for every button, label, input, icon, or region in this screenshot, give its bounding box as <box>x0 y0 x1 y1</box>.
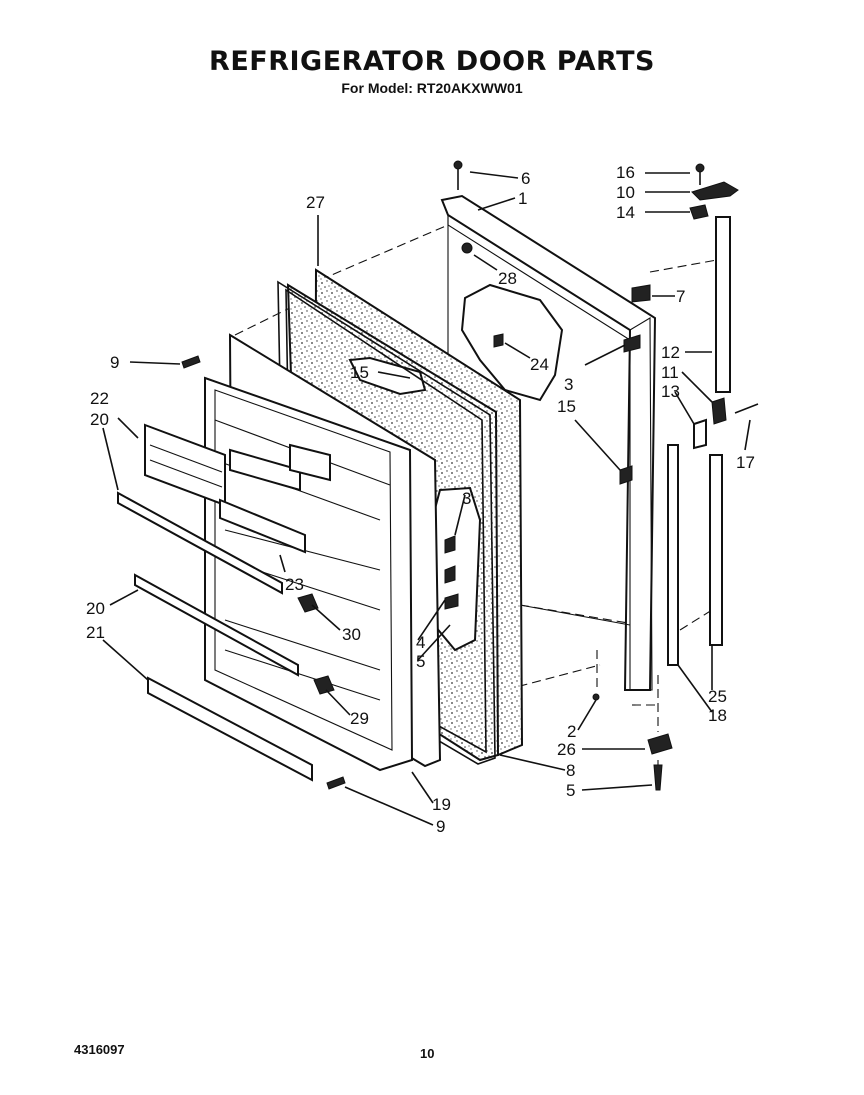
rail-20b <box>134 573 299 677</box>
callout-4: 4 <box>416 633 425 652</box>
callout-12: 12 <box>661 343 680 362</box>
callout-16: 16 <box>616 163 635 182</box>
callout-6: 6 <box>521 169 530 188</box>
hinge-11 <box>711 397 727 425</box>
callout-22: 22 <box>90 389 109 408</box>
document-number: 4316097 <box>74 1042 125 1057</box>
stop-29 <box>313 675 335 695</box>
callout-8: 8 <box>566 761 575 780</box>
stop-30 <box>297 593 319 613</box>
page-number: 10 <box>420 1046 435 1061</box>
callout-5a: 5 <box>416 652 425 671</box>
rail-21 <box>147 676 313 782</box>
plug-28 <box>461 242 473 254</box>
bracket-13 <box>693 418 707 450</box>
callout-13: 13 <box>661 382 680 401</box>
outer-door-panel <box>440 194 657 691</box>
callout-25: 25 <box>708 687 727 706</box>
callout-labels: 6 1 27 28 7 24 9 3 15 15 16 10 14 12 11 … <box>86 163 755 836</box>
cap-7 <box>631 284 651 303</box>
callout-15b: 15 <box>350 363 369 382</box>
callout-3a: 3 <box>564 375 573 394</box>
callout-26: 26 <box>557 740 576 759</box>
page-title: REFRIGERATOR DOOR PARTS <box>209 46 655 77</box>
callout-24: 24 <box>530 355 549 374</box>
callout-14: 14 <box>616 203 635 222</box>
insulation-cutaway <box>460 283 564 402</box>
hinge-10 <box>691 181 739 201</box>
bar-12 <box>715 216 731 393</box>
screw-9a <box>181 355 201 369</box>
callout-23: 23 <box>285 575 304 594</box>
rail-23 <box>219 498 306 554</box>
plug-2 <box>592 693 600 701</box>
callout-5b: 5 <box>566 781 575 800</box>
rail-20a <box>117 491 283 595</box>
model-subtitle: For Model: RT20AKXWW01 <box>341 80 523 96</box>
callout-29: 29 <box>350 709 369 728</box>
callout-1: 1 <box>518 189 527 208</box>
stop-15 <box>619 465 633 485</box>
callout-30: 30 <box>342 625 361 644</box>
stop-18 <box>667 444 679 666</box>
bracket-3 <box>623 334 641 353</box>
clip-24 <box>493 333 504 348</box>
callout-15a: 15 <box>557 397 576 416</box>
leader-lines <box>102 171 751 826</box>
stop-25 <box>709 454 723 646</box>
shelf-rails <box>117 423 335 782</box>
callout-21: 21 <box>86 623 105 642</box>
screw-5 <box>653 764 663 791</box>
callout-11: 11 <box>661 363 679 382</box>
callout-2: 2 <box>567 722 576 741</box>
callout-27: 27 <box>306 193 325 212</box>
callout-3b: 3 <box>462 489 471 508</box>
callout-20b: 20 <box>86 599 105 618</box>
screw-16 <box>695 163 705 173</box>
callout-7: 7 <box>676 287 685 306</box>
callout-19: 19 <box>432 795 451 814</box>
callout-10: 10 <box>616 183 635 202</box>
callout-18: 18 <box>708 706 727 725</box>
callout-17: 17 <box>736 453 755 472</box>
screw-9b <box>326 776 346 790</box>
callout-9a: 9 <box>110 353 119 372</box>
callout-9b: 9 <box>436 817 445 836</box>
screw-6 <box>453 160 463 170</box>
hinge-26 <box>647 733 673 755</box>
callout-20a: 20 <box>90 410 109 429</box>
hinge-hardware <box>181 160 759 791</box>
shim-14 <box>689 204 709 220</box>
callout-28: 28 <box>498 269 517 288</box>
